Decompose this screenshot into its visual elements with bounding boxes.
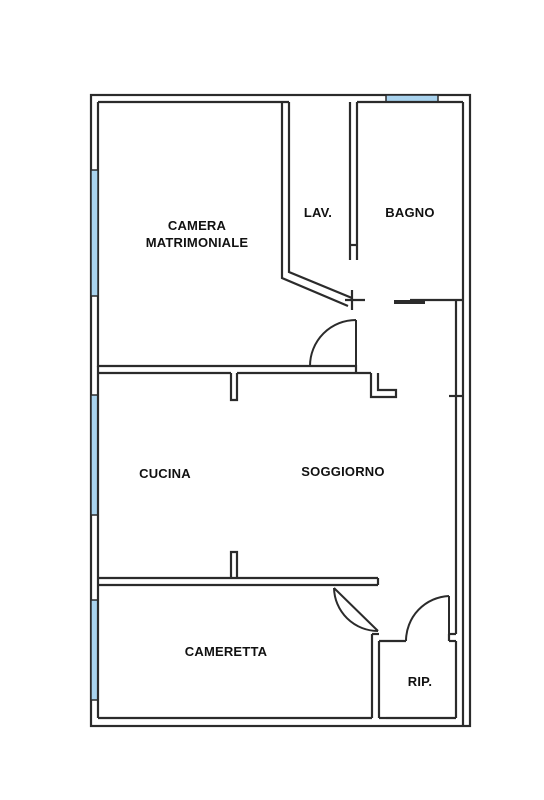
- label-cameretta: CAMERETTA: [185, 644, 268, 659]
- door-cameretta: [333, 587, 379, 632]
- label-camera-matrimoniale-line2: MATRIMONIALE: [146, 235, 249, 250]
- label-bagno: BAGNO: [385, 205, 434, 220]
- wall-cucina-stub-top: [229, 373, 239, 402]
- label-camera-matrimoniale-line1: CAMERA: [168, 218, 227, 233]
- label-soggiorno: SOGGIORNO: [301, 464, 384, 479]
- room-labels: CAMERA MATRIMONIALE LAV. BAGNO CUCINA SO…: [139, 205, 434, 689]
- outer-wall-outline: [89, 93, 472, 728]
- doors: [309, 319, 450, 642]
- window-camera-matrimoniale: [90, 169, 99, 297]
- wall-soggiorno-jog: [369, 373, 398, 399]
- label-ripostiglio: RIP.: [408, 674, 432, 689]
- outer-wall-inner-top-left: [96, 102, 349, 368]
- door-ripostiglio: [404, 595, 450, 642]
- wall-lav-left-inner: [280, 102, 349, 308]
- interior-walls: [96, 100, 465, 726]
- label-cucina: CUCINA: [139, 466, 191, 481]
- door-camera-matrimoniale: [309, 319, 357, 367]
- wall-lav-left-outer: [287, 102, 353, 300]
- wall-cucina-stub-bottom: [229, 550, 239, 578]
- label-lavanderia: LAV.: [304, 205, 332, 220]
- outer-walls: [89, 93, 472, 728]
